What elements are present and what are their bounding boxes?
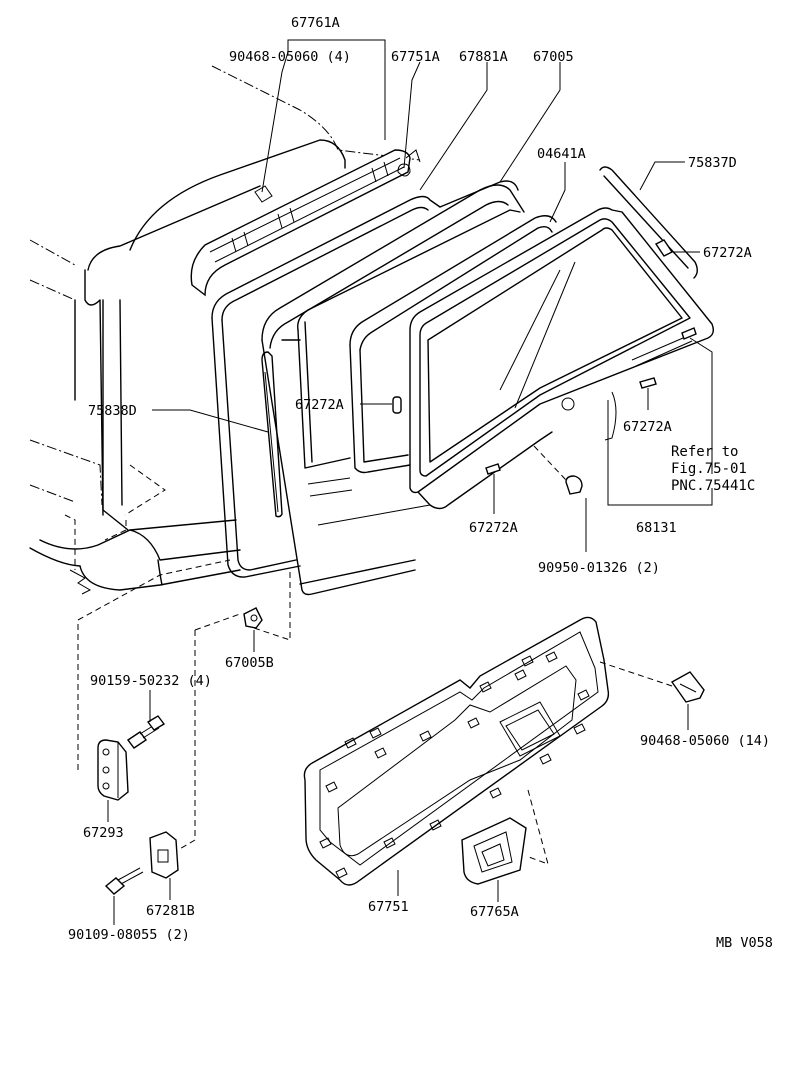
back-door-panel bbox=[261, 184, 525, 596]
glass-frame bbox=[349, 215, 557, 474]
label-67272A-left: 67272A bbox=[295, 397, 344, 413]
label-67761A: 67761A bbox=[291, 15, 340, 31]
bolts bbox=[104, 715, 166, 895]
roof-spoiler bbox=[190, 149, 421, 297]
hinge-67293 bbox=[97, 739, 129, 801]
label-90468-05060-4: 90468-05060 (4) bbox=[229, 49, 351, 65]
label-67272A-right: 67272A bbox=[623, 419, 672, 435]
label-67751: 67751 bbox=[368, 899, 409, 915]
cushion-67005B bbox=[243, 570, 291, 641]
label-75837D: 75837D bbox=[688, 155, 737, 171]
label-90109-08055: 90109-08055 (2) bbox=[68, 927, 190, 943]
label-67281B: 67281B bbox=[146, 903, 195, 919]
label-67005: 67005 bbox=[533, 49, 574, 65]
label-90468-05060-14: 90468-05060 (14) bbox=[640, 733, 770, 749]
glass-molding bbox=[599, 166, 698, 279]
reference-note-line3: PNC.75441C bbox=[671, 478, 755, 494]
clip-90468 bbox=[599, 661, 705, 703]
label-75838D: 75838D bbox=[88, 403, 137, 419]
hinge-67281B bbox=[149, 831, 179, 879]
label-68131: 68131 bbox=[636, 520, 677, 536]
vehicle-body bbox=[29, 65, 421, 595]
reference-note-line1: Refer to bbox=[671, 444, 738, 460]
reference-note-line2: Fig.75-01 bbox=[671, 461, 747, 477]
guide-line bbox=[177, 630, 196, 851]
label-67005B: 67005B bbox=[225, 655, 274, 671]
label-67751A: 67751A bbox=[391, 49, 440, 65]
figure-code: MB V058 bbox=[716, 935, 773, 951]
guide-line bbox=[77, 559, 231, 770]
label-67272A-lower: 67272A bbox=[469, 520, 518, 536]
back-glass bbox=[299, 207, 715, 585]
stopper bbox=[533, 445, 583, 495]
label-67765A: 67765A bbox=[470, 904, 519, 920]
weatherstrip bbox=[211, 180, 519, 578]
label-04641A: 04641A bbox=[537, 146, 586, 162]
label-90159-50232: 90159-50232 (4) bbox=[90, 673, 212, 689]
trim-board bbox=[303, 616, 610, 886]
clips-67272A bbox=[392, 239, 697, 475]
leader-lines bbox=[107, 39, 713, 925]
cover-67765A bbox=[461, 789, 549, 885]
label-67293: 67293 bbox=[83, 825, 124, 841]
label-67272A-top: 67272A bbox=[703, 245, 752, 261]
label-67881A: 67881A bbox=[459, 49, 508, 65]
label-90950-01326: 90950-01326 (2) bbox=[538, 560, 660, 576]
